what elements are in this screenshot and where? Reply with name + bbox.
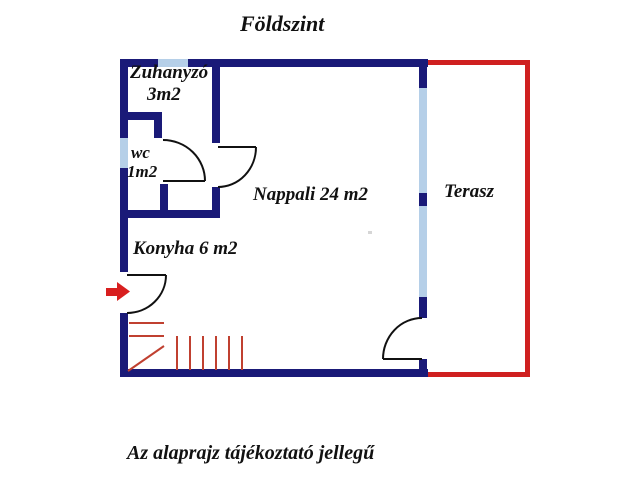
- window-top: [158, 59, 188, 67]
- wall-left-middle: [120, 168, 128, 272]
- stairs: [127, 322, 243, 372]
- window-left: [120, 138, 128, 168]
- entrance-door-arc: [126, 274, 167, 314]
- wall-left-lower: [120, 313, 128, 377]
- room-area-wc: 1m2: [127, 162, 158, 181]
- wall-hall-bottom: [124, 210, 220, 218]
- room-label-terasz: Terasz: [444, 181, 494, 202]
- wall-right-below-door: [419, 359, 427, 377]
- window-right-upper: [419, 88, 427, 193]
- entrance-arrow-icon: [106, 282, 130, 301]
- wall-left-upper: [120, 59, 128, 138]
- room-label-wc: wc: [131, 143, 150, 162]
- wall-right-above-door: [419, 297, 427, 318]
- terrace-outline-bottom: [428, 372, 528, 377]
- livingroom-door-arc: [217, 146, 257, 188]
- wall-right-upper: [419, 59, 427, 88]
- room-label-konyha: Konyha 6 m2: [133, 238, 238, 259]
- wall-wc-right-lower: [160, 184, 168, 218]
- terrace-outline-right: [525, 60, 530, 377]
- wall-shower-bottom: [124, 112, 162, 120]
- room-label-zuhanyzo: Zuhanyzó: [130, 62, 209, 83]
- terrace-outline-top: [428, 60, 528, 65]
- room-area-zuhanyzo: 3m2: [147, 84, 181, 105]
- wall-main-vertical-lower: [212, 187, 220, 218]
- wall-bottom: [120, 369, 428, 377]
- stair-diagonal: [127, 345, 165, 372]
- print-speck: [368, 231, 372, 234]
- wall-main-vertical-upper: [212, 59, 220, 143]
- wall-right-middle: [419, 193, 427, 206]
- wall-wc-door-stub: [154, 118, 162, 138]
- footer-disclaimer: Az alaprajz tájékoztató jellegű: [127, 442, 375, 464]
- wall-top: [120, 59, 428, 67]
- window-right-lower: [419, 206, 427, 297]
- wc-door-arc: [162, 139, 206, 182]
- room-label-nappali: Nappali 24 m2: [253, 184, 369, 205]
- terrace-door-arc: [382, 317, 423, 360]
- page-title: Földszint: [240, 11, 325, 36]
